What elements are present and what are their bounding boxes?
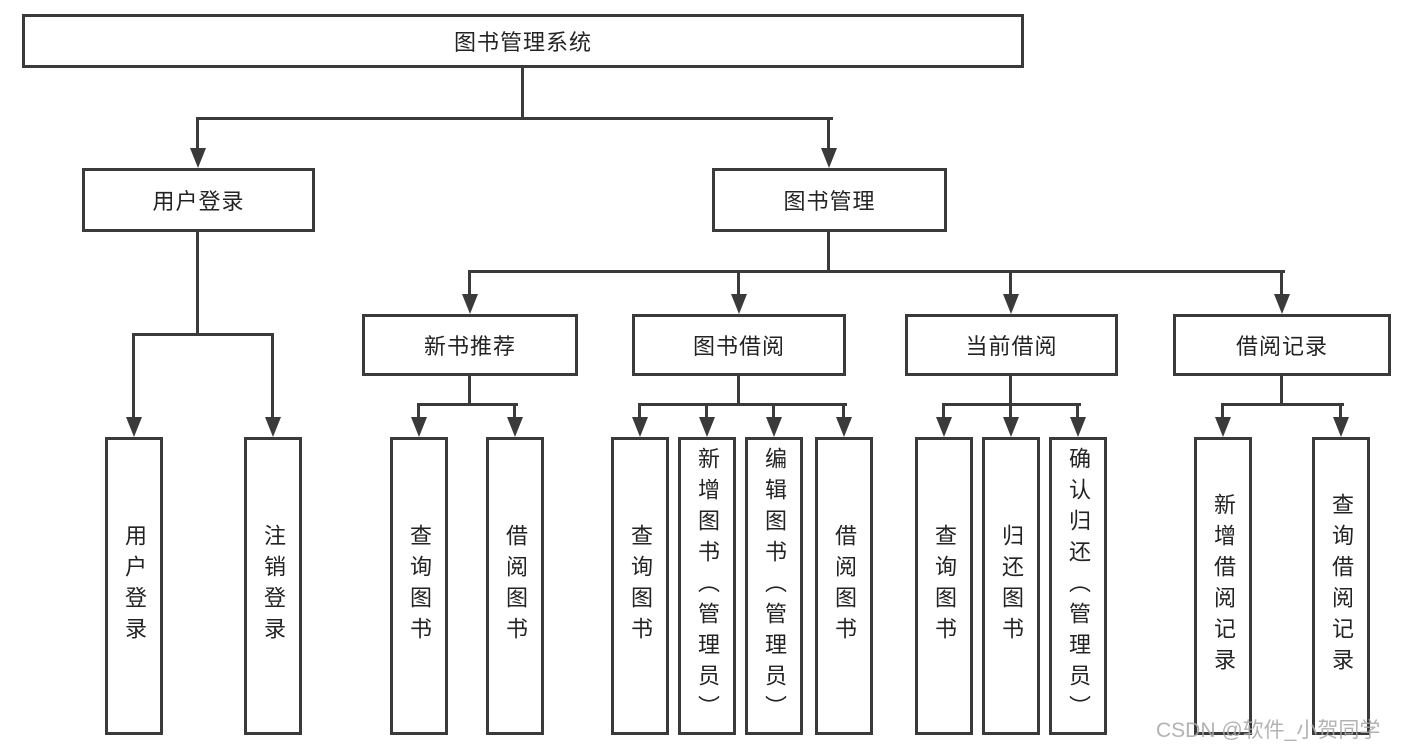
- leaf-label: 新增图书（管理员）: [695, 446, 720, 726]
- connector-user-login-rail: [132, 333, 274, 336]
- leaf-label: 编辑图书（管理员）: [762, 446, 787, 726]
- connector-borrowing-records-stem: [1280, 376, 1283, 406]
- leaf-label: 借阅图书: [832, 524, 857, 648]
- node-borrowing-records: 借阅记录: [1173, 314, 1391, 376]
- leaf-borrow-books-2: 借阅图书: [815, 437, 873, 735]
- connector-root-stem: [521, 68, 524, 117]
- arrowhead-leaf-borrow-books-1: [507, 417, 523, 437]
- arrowhead-leaf-logout: [265, 417, 281, 437]
- connector-user-login-stem: [196, 232, 199, 336]
- csdn-watermark: CSDN @软件_小贺同学: [1156, 719, 1381, 742]
- connector-leaf-drop: [1221, 403, 1224, 419]
- connector-leaf-user-login-drop: [132, 333, 135, 417]
- node-new-book-recommendation: 新书推荐: [362, 314, 578, 376]
- node-label: 借阅记录: [1235, 334, 1328, 359]
- connector-book-borrowing-rail: [638, 403, 847, 406]
- connector-leaf-drop: [942, 403, 945, 419]
- connector-new-book-drop: [468, 270, 471, 296]
- arrowhead-leaf-add-borrow-record: [1215, 417, 1231, 437]
- leaf-label: 查询借阅记录: [1329, 493, 1354, 679]
- leaf-user-login: 用户登录: [105, 437, 163, 735]
- leaf-label: 注销登录: [261, 524, 286, 648]
- connector-book-borrowing-stem: [737, 376, 740, 406]
- connector-user-login-drop: [196, 117, 199, 150]
- connector-new-book-stem: [468, 376, 471, 406]
- node-label: 图书管理: [783, 189, 876, 214]
- arrowhead-user-login: [190, 148, 206, 168]
- connector-leaf-drop: [638, 403, 641, 419]
- arrowhead-leaf-confirm-return-admin: [1070, 417, 1086, 437]
- node-label: 图书管理系统: [453, 30, 592, 55]
- leaf-label: 新增借阅记录: [1211, 493, 1236, 679]
- connector-book-management-rail: [468, 270, 1285, 273]
- connector-book-management-stem: [827, 232, 830, 273]
- connector-leaf-drop: [417, 403, 420, 419]
- arrowhead-leaf-borrow-books-2: [836, 417, 852, 437]
- connector-leaf-drop: [842, 403, 845, 419]
- leaf-label: 查询图书: [628, 524, 653, 648]
- connector-book-borrowing-drop: [737, 270, 740, 296]
- arrowhead-book-management: [821, 148, 837, 168]
- arrowhead-leaf-return-books: [1003, 417, 1019, 437]
- connector-new-book-rail: [417, 403, 518, 406]
- leaf-label: 归还图书: [999, 524, 1024, 648]
- arrowhead-book-borrowing: [731, 294, 747, 314]
- arrowhead-leaf-query-books-2: [632, 417, 648, 437]
- connector-current-borrowing-stem: [1009, 376, 1012, 406]
- arrowhead-leaf-query-borrow-record: [1333, 417, 1349, 437]
- node-book-management: 图书管理: [712, 168, 947, 232]
- arrowhead-leaf-add-books-admin: [699, 417, 715, 437]
- leaf-add-borrow-record: 新增借阅记录: [1194, 437, 1252, 735]
- leaf-logout: 注销登录: [244, 437, 302, 735]
- node-label: 图书借阅: [692, 334, 785, 359]
- leaf-add-books-admin: 新增图书（管理员）: [678, 437, 736, 735]
- leaf-label: 确认归还（管理员）: [1066, 446, 1091, 726]
- connector-leaf-drop: [772, 403, 775, 419]
- connector-root-rail: [196, 117, 833, 120]
- leaf-label: 查询图书: [407, 524, 432, 648]
- leaf-borrow-books-1: 借阅图书: [486, 437, 544, 735]
- arrowhead-current-borrowing: [1003, 294, 1019, 314]
- leaf-label: 借阅图书: [503, 524, 528, 648]
- node-label: 用户登录: [152, 189, 245, 214]
- leaf-label: 用户登录: [122, 524, 147, 648]
- connector-borrowing-records-rail: [1221, 403, 1344, 406]
- connector-leaf-drop: [1339, 403, 1342, 419]
- connector-leaf-logout-drop: [271, 333, 274, 417]
- node-current-borrowing: 当前借阅: [905, 314, 1118, 376]
- node-label: 新书推荐: [423, 334, 516, 359]
- leaf-label: 查询图书: [932, 524, 957, 648]
- node-book-borrowing: 图书借阅: [632, 314, 846, 376]
- arrowhead-leaf-query-books-1: [411, 417, 427, 437]
- leaf-query-books-1: 查询图书: [390, 437, 448, 735]
- node-label: 当前借阅: [965, 334, 1058, 359]
- connector-borrowing-records-drop: [1280, 270, 1283, 296]
- leaf-query-borrow-record: 查询借阅记录: [1312, 437, 1370, 735]
- connector-current-borrowing-drop: [1009, 270, 1012, 296]
- arrowhead-leaf-user-login: [126, 417, 142, 437]
- connector-leaf-drop: [1009, 403, 1012, 419]
- leaf-edit-books-admin: 编辑图书（管理员）: [745, 437, 803, 735]
- connector-book-management-drop: [827, 117, 830, 150]
- leaf-query-books-3: 查询图书: [915, 437, 973, 735]
- connector-leaf-drop: [513, 403, 516, 419]
- node-user-login: 用户登录: [82, 168, 315, 232]
- arrowhead-leaf-edit-books-admin: [766, 417, 782, 437]
- connector-leaf-drop: [705, 403, 708, 419]
- leaf-return-books: 归还图书: [982, 437, 1040, 735]
- arrowhead-new-book-recommendation: [462, 294, 478, 314]
- arrowhead-leaf-query-books-3: [936, 417, 952, 437]
- arrowhead-borrowing-records: [1274, 294, 1290, 314]
- leaf-query-books-2: 查询图书: [611, 437, 669, 735]
- node-library-management-system: 图书管理系统: [22, 14, 1024, 68]
- connector-leaf-drop: [1076, 403, 1079, 419]
- leaf-confirm-return-admin: 确认归还（管理员）: [1049, 437, 1107, 735]
